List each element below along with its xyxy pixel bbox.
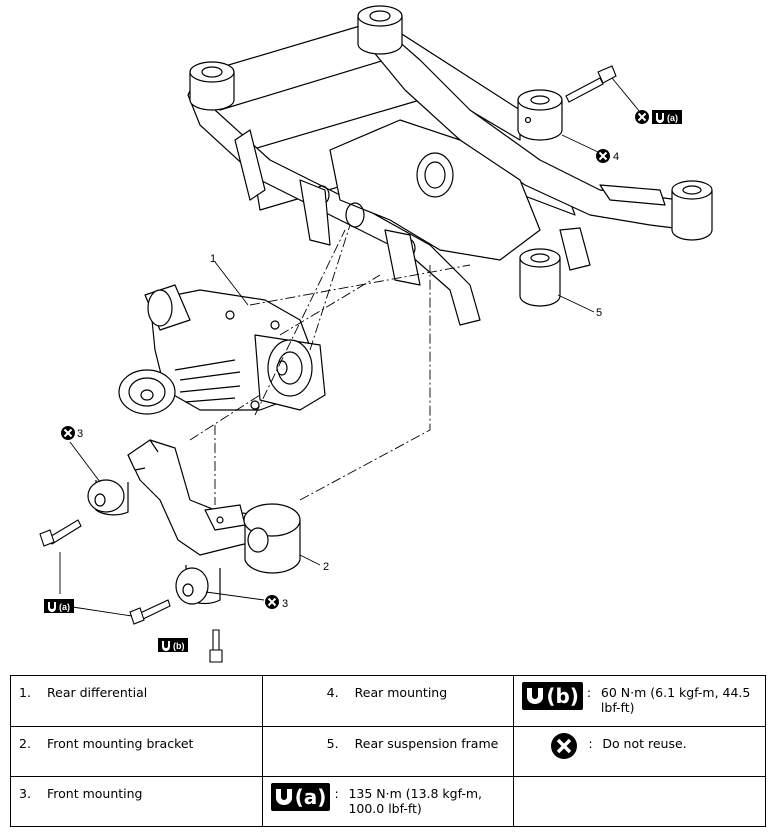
assembly-lines <box>189 224 471 505</box>
legend-cell-empty <box>513 776 766 827</box>
legend-label: Rear mounting <box>354 685 448 700</box>
torque-b-icon: (b) <box>522 682 583 710</box>
legend-number: 3. <box>19 786 31 801</box>
legend-number: 2. <box>19 736 31 751</box>
rear-differential <box>118 284 326 415</box>
svg-text:(a): (a) <box>59 602 70 612</box>
legend-cell: 2. Front mounting bracket <box>10 726 263 777</box>
legend-cell: 3. Front mounting <box>10 776 263 827</box>
do-not-reuse-marker-bolt <box>634 109 650 125</box>
legend-row: 2. Front mounting bracket 5. Rear suspen… <box>10 726 766 777</box>
legend-number: 1. <box>19 685 31 700</box>
callout-5: 5 <box>596 307 602 319</box>
exploded-view-drawing: 1 2 5 4 3 3 (a) (a) (b) <box>39 5 713 663</box>
legend-cell: (a) : 135 N·m (13.8 kgf-m, 100.0 lbf-ft) <box>261 776 515 827</box>
do-not-reuse-marker-4: 4 <box>595 148 619 164</box>
legend-label: Rear differential <box>47 685 148 700</box>
svg-text:(b): (b) <box>173 641 185 651</box>
do-not-reuse-marker-3-upper: 3 <box>60 425 83 441</box>
rear-mounting-part <box>517 89 563 141</box>
legend-separator: : <box>334 786 339 801</box>
legend-number: 5. <box>326 736 339 751</box>
front-bracket-bolt-right <box>129 599 171 625</box>
legend-label: Front mounting bracket <box>47 736 194 751</box>
legend-label: Do not reuse. <box>602 736 687 751</box>
front-mounting-upper <box>87 479 129 516</box>
torque-tag-a-lower: (a) <box>44 599 74 613</box>
legend-label: Front mounting <box>47 786 143 801</box>
callout-2: 2 <box>323 561 329 573</box>
front-mounting-bolt-vertical <box>209 629 223 663</box>
torque-tag-a-upper: (a) <box>652 110 682 124</box>
torque-a-icon: (a) <box>270 783 331 811</box>
legend-separator: : <box>586 685 592 700</box>
frame-bushing <box>519 248 561 307</box>
callout-4: 4 <box>613 151 619 163</box>
front-mounting-bracket <box>127 439 301 574</box>
legend-label: Rear suspension frame <box>354 736 499 751</box>
front-mounting-lower <box>175 565 221 605</box>
parts-legend-table: 1. Rear differential 4. Rear mounting (b… <box>10 675 766 827</box>
torque-tag-b: (b) <box>158 638 188 652</box>
legend-cell: : Do not reuse. <box>513 726 766 777</box>
legend-label: 60 N·m (6.1 kgf-m, 44.5 lbf-ft) <box>600 685 751 715</box>
legend-number: 4. <box>326 685 339 700</box>
leader-lines <box>59 77 641 617</box>
legend-row: 1. Rear differential 4. Rear mounting (b… <box>10 675 766 727</box>
rear-suspension-frame <box>187 5 713 326</box>
legend-label: 135 N·m (13.8 kgf-m, 100.0 lbf-ft) <box>348 786 482 816</box>
do-not-reuse-marker-3-lower: 3 <box>264 594 288 610</box>
do-not-reuse-icon <box>551 733 578 759</box>
legend-cell: 4. Rear mounting <box>261 675 515 727</box>
callout-3-upper: 3 <box>77 428 83 440</box>
legend-cell: (b) : 60 N·m (6.1 kgf-m, 44.5 lbf-ft) <box>513 675 766 727</box>
legend-cell: 1. Rear differential <box>10 675 263 727</box>
svg-text:(a): (a) <box>667 113 678 123</box>
legend-separator: : <box>588 736 593 751</box>
callout-1: 1 <box>210 253 216 265</box>
legend-row: 3. Front mounting (a) : 135 N·m (13.8 kg… <box>10 776 766 827</box>
front-bracket-bolt-left <box>39 519 82 547</box>
legend-cell: 5. Rear suspension frame <box>261 726 515 777</box>
rear-mounting-bolt <box>565 65 617 103</box>
callout-3-lower: 3 <box>282 598 288 610</box>
